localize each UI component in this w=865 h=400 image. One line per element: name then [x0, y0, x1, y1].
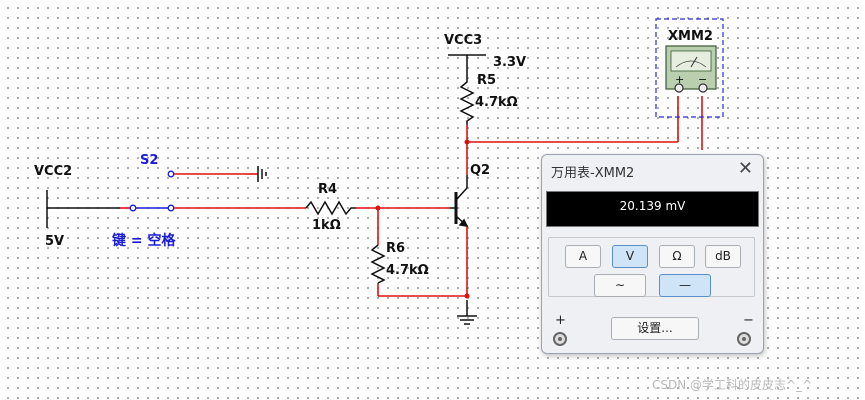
multimeter-window[interactable]: 万用表-XMM2 ✕ 20.139 mV A V Ω dB ∼ — + 设置..… [541, 154, 764, 354]
vcc3-value: 3.3V [493, 55, 526, 70]
watermark: CSDN @学工科的皮皮志^_^ [652, 378, 813, 392]
transistor-q2[interactable] [450, 175, 469, 227]
vcc2-value: 5V [45, 234, 64, 249]
r6-label: R6 [386, 241, 405, 256]
r4-label: R4 [318, 182, 337, 197]
r5-value: 4.7kΩ [475, 95, 518, 110]
multimeter-reading: 20.139 mV [619, 199, 686, 213]
junction-dot [375, 205, 381, 211]
minus-terminal[interactable] [737, 332, 751, 346]
r4-value: 1kΩ [312, 218, 341, 233]
vcc3-label: VCC3 [444, 33, 482, 48]
plus-terminal[interactable] [553, 332, 567, 346]
ac-mode-button[interactable]: ∼ [594, 274, 646, 297]
red-wires [120, 96, 703, 297]
multimeter-title: 万用表-XMM2 [551, 166, 635, 181]
junction-dot [464, 139, 470, 145]
resistor-r6[interactable] [370, 244, 386, 284]
r6-value: 4.7kΩ [386, 263, 429, 278]
mode-ammeter-button[interactable]: A [565, 245, 601, 268]
q2-label: Q2 [470, 163, 490, 178]
mode-ohmmeter-button[interactable]: Ω [659, 245, 695, 268]
ground-symbol [457, 315, 477, 325]
close-icon[interactable]: ✕ [737, 158, 753, 179]
multimeter-xmm2-symbol[interactable] [655, 18, 724, 118]
black-wires [46, 55, 468, 316]
xmm2-label: XMM2 [668, 29, 713, 44]
plus-terminal-label: + [555, 313, 566, 328]
switch-key-label: 键 = 空格 [111, 232, 176, 249]
r5-label: R5 [477, 73, 496, 88]
switch-s2[interactable] [129, 170, 175, 212]
dc-mode-button[interactable]: — [659, 274, 711, 297]
multimeter-button-panel: A V Ω dB ∼ — [548, 237, 755, 297]
minus-terminal-label: − [743, 313, 754, 328]
xmm2-plus: + [675, 73, 684, 86]
settings-button[interactable]: 设置... [611, 317, 699, 340]
resistor-r5[interactable] [459, 75, 475, 125]
vcc2-label: VCC2 [34, 164, 72, 179]
switch-label: S2 [140, 153, 158, 168]
mode-voltmeter-button[interactable]: V [612, 245, 648, 268]
mode-decibel-button[interactable]: dB [705, 245, 741, 268]
ground-symbol [257, 166, 267, 182]
multimeter-display: 20.139 mV [546, 191, 759, 227]
resistor-r4[interactable] [305, 200, 356, 216]
xmm2-minus: − [698, 73, 707, 86]
junction-dot [464, 293, 470, 299]
